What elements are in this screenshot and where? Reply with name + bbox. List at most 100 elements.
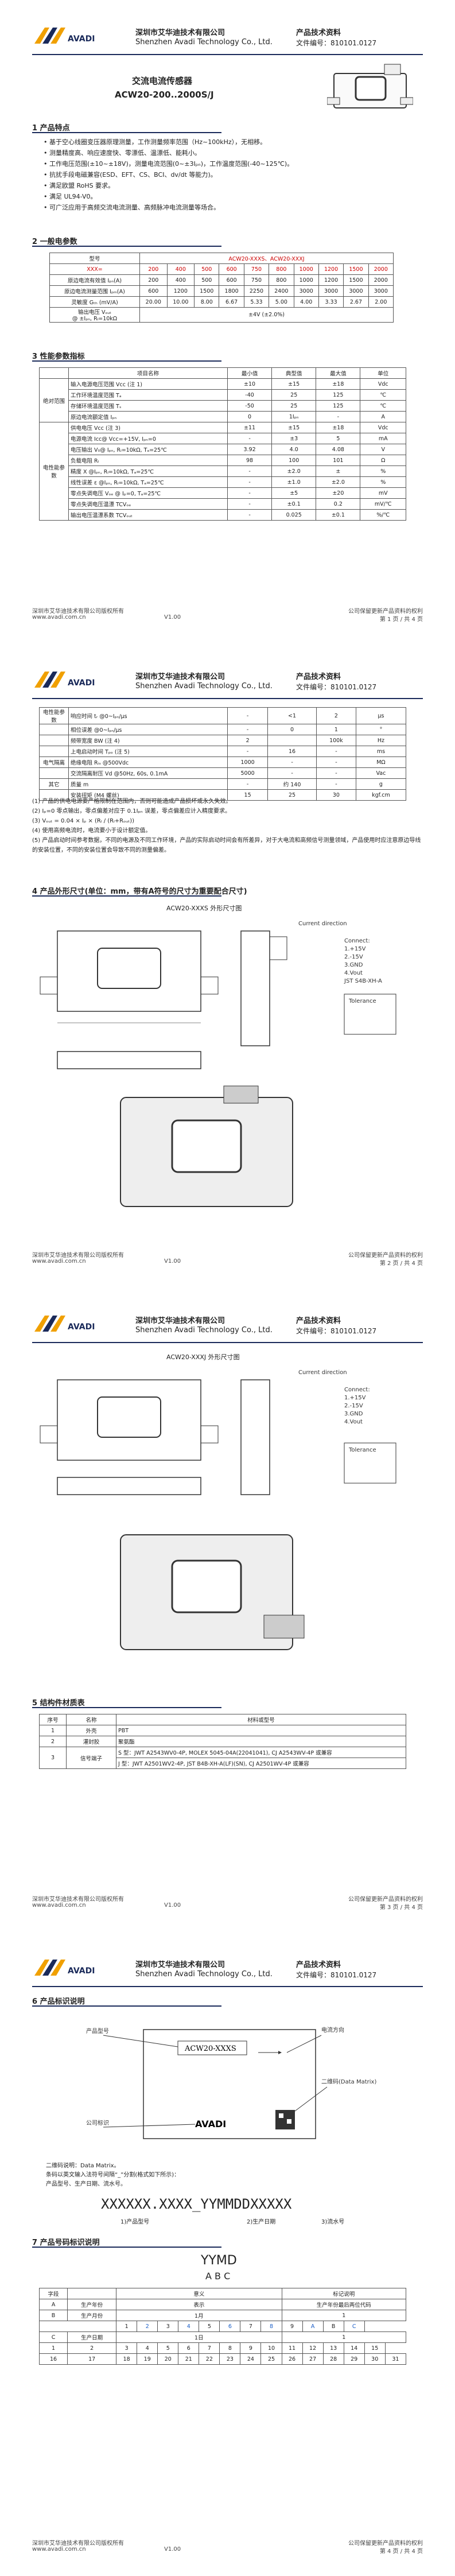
page-footer: 深圳市艾华迪技术有限公司版权所有 www.avadi.com.cn V1.00 …	[32, 1894, 423, 1911]
footer-website: www.avadi.com.cn	[32, 1258, 86, 1264]
table-cell: -	[316, 411, 361, 422]
tolerance-label: Tolerance	[348, 1447, 376, 1453]
table-cell: C	[38, 2331, 68, 2343]
table-cell: 8	[219, 2342, 241, 2354]
feature-item: • 可广泛应用于高频交流电流测量、高频脉冲电流测量等场合。	[44, 204, 220, 211]
page-1: AVADI 深圳市艾华迪技术有限公司 Shenzhen Avadi Techno…	[0, 0, 455, 644]
table-cell: 原边电流额定值 Iₚₙ	[68, 411, 228, 422]
table-cell: 2	[39, 1736, 67, 1747]
table-cell: ℃	[360, 400, 406, 412]
table-cell: 2000	[368, 263, 394, 275]
table-cell: 0.2	[316, 498, 361, 510]
callout-model: 产品型号	[86, 2027, 109, 2035]
table-cell: 频带宽度 BW (注 4)	[68, 735, 228, 746]
table-cell: ℃	[360, 389, 406, 401]
table-cell: -50	[227, 400, 273, 412]
table-cell: 800	[269, 263, 294, 275]
page-header: AVADI 深圳市艾华迪技术有限公司 Shenzhen Avadi Techno…	[32, 1953, 423, 1987]
table-cell: 21	[178, 2353, 200, 2365]
table-cell: 4.08	[316, 444, 361, 455]
pin-label: 2.-15V	[344, 954, 363, 960]
section-divider	[32, 1707, 221, 1708]
avadi-logo: AVADI	[34, 28, 95, 44]
table-cell: 600	[219, 263, 244, 275]
footer-version: V1.00	[164, 2546, 181, 2552]
feature-list: • 基于空心线圈变压器原理测量，工作测量频率范围（Hz~100kHz），无相移。…	[44, 137, 422, 213]
table-cell: 25	[271, 400, 317, 412]
table-cell: Vdc	[360, 422, 406, 433]
table-cell: 1500	[343, 274, 369, 286]
table-cell: -	[227, 707, 269, 724]
table-cell: -	[267, 756, 317, 768]
table-cell: 0	[267, 724, 317, 735]
footer-copyright: 深圳市艾华迪技术有限公司版权所有	[32, 1896, 124, 1903]
table-cell: 750	[243, 263, 270, 275]
table-cell: 原边电流测量范围 Iₚₘ(A)	[49, 285, 140, 297]
page-footer: 深圳市艾华迪技术有限公司版权所有 www.avadi.com.cn V1.00 …	[32, 1250, 423, 1267]
table-cell: -	[227, 465, 273, 477]
footer-rights: 公司保留更新产品资料的权利	[348, 1896, 423, 1903]
table-cell: 2	[227, 735, 269, 746]
table-cell: -	[267, 767, 317, 779]
table-cell: 750	[243, 274, 270, 286]
table-cell: 1200	[318, 274, 344, 286]
table-cell: 相位误差 @0~Iₚₙ/μs	[68, 724, 228, 735]
material-table: 序号 名称 材料或型号 1 外壳 PBT 2 灌封胶 聚氨酯 3 信号端子 S …	[39, 1714, 406, 1769]
table-cell: 1000	[227, 756, 269, 768]
feature-item: • 抗扰手段电磁兼容(ESD、EFT、CS、BCI、dv/dt 等能力)。	[44, 171, 217, 179]
footer-page-number: 第 3 页 / 共 4 页	[379, 1904, 423, 1911]
note-item: (5) 产品启动时间参考数据，不同的电源及不同工作环境，产品的实际启动时间会有所…	[32, 837, 421, 854]
table-cell: 13	[322, 2342, 344, 2354]
pin-label: 3.GND	[344, 1411, 363, 1417]
table-cell: 26	[281, 2353, 303, 2365]
table-cell: -	[227, 498, 273, 510]
table-cell: ±2.0	[316, 476, 361, 488]
table-cell: 400	[166, 263, 195, 275]
document-number: 文件编号：810101.0127	[296, 1971, 377, 1979]
table-cell: 序号	[39, 1714, 67, 1725]
table-cell: 15	[227, 789, 269, 801]
code-part: 3)流水号	[321, 2219, 345, 2225]
table-cell: 27	[302, 2353, 324, 2365]
section-divider	[32, 895, 221, 897]
table-cell: 800	[269, 274, 294, 286]
table-cell: 18	[116, 2353, 138, 2365]
table-cell: 工作环境温度范围 Tₐ	[68, 389, 228, 401]
table-cell: 7	[199, 2342, 220, 2354]
table-cell: 电源电流 Icc@ Vcc=+15V, Iₚₙ=0	[68, 433, 228, 444]
table-cell: 聚氨酯	[116, 1736, 406, 1747]
note-item: (1) 产品的供电电源要严格限制在范围内，否则可能造成产品损坏或永久失效。	[32, 798, 232, 805]
tolerance-label: Tolerance	[348, 998, 376, 1004]
feature-item: • 测量精度高、响应速度快、零漂低、温漂低、能耗小。	[44, 149, 201, 157]
table-cell: 电性能参数	[39, 422, 69, 521]
table-cell: 零点失调电压温漂 TCVₒₑ	[68, 498, 228, 510]
table-cell: 5	[316, 433, 361, 444]
connect-label: Connect:	[344, 1387, 370, 1393]
table-cell: 信号端子	[66, 1747, 116, 1769]
table-cell: 2000	[368, 274, 394, 286]
svg-text:AVADI: AVADI	[68, 1966, 95, 1976]
table-cell: 23	[219, 2353, 241, 2365]
figure-title: ACW20-XXXS 外形尺寸图	[166, 905, 242, 912]
table-cell: kgf.cm	[355, 789, 407, 801]
note-item: (2) Iₚ=0 零点输出，零点偏差对应于 0.1Iₚₙ 误差，零点偏差应计入精…	[32, 808, 231, 814]
table-cell: 5.00	[269, 296, 294, 308]
table-cell: -	[316, 746, 356, 757]
company-name-en: Shenzhen Avadi Technology Co., Ltd.	[135, 682, 273, 690]
table-cell: 1Iₚₙ	[271, 411, 317, 422]
table-cell: PBT	[116, 1725, 406, 1736]
section-divider	[32, 2247, 221, 2248]
table-cell: 3000	[318, 285, 344, 297]
table-cell: 其它	[39, 778, 69, 790]
footer-copyright: 深圳市艾华迪技术有限公司版权所有	[32, 2540, 124, 2547]
table-cell: 101	[316, 455, 361, 466]
table-cell: 8	[260, 2321, 282, 2332]
table-cell: Vac	[355, 767, 407, 779]
table-cell: 3000	[293, 285, 319, 297]
footer-version: V1.00	[164, 1902, 181, 1908]
